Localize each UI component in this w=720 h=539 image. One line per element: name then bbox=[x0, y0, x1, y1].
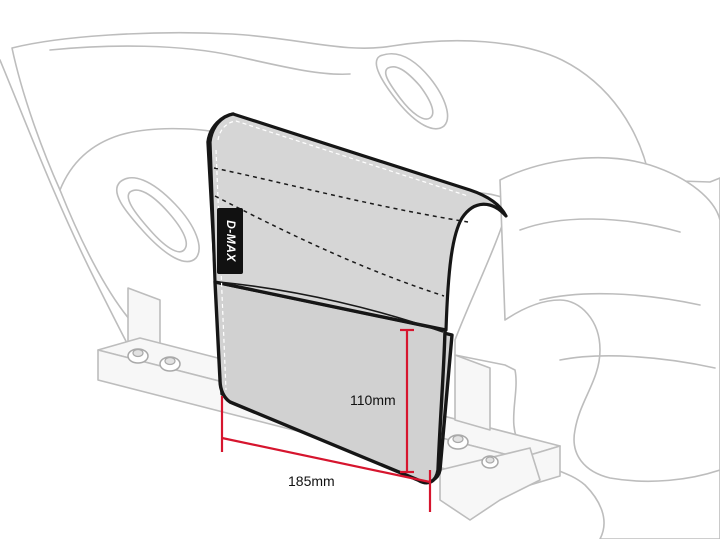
seat-inner-contour bbox=[49, 45, 351, 321]
pouch-pocket-seam bbox=[218, 281, 444, 333]
bolt-left-1 bbox=[127, 348, 149, 364]
seat-side-contour bbox=[0, 59, 129, 346]
seat-cushion-seam bbox=[519, 218, 716, 369]
pouch-logo: D-MAX bbox=[224, 220, 238, 262]
rail-slider bbox=[439, 447, 541, 521]
pouch-stitch-lower bbox=[214, 195, 445, 297]
pouch-flap bbox=[208, 112, 508, 332]
height-label: 110mm bbox=[350, 392, 396, 408]
belt-slot-lower bbox=[115, 177, 200, 263]
bolt-right-2 bbox=[481, 455, 499, 469]
width-dimension-line bbox=[221, 436, 431, 484]
belt-slot-upper bbox=[375, 53, 449, 130]
bolt-left-2 bbox=[159, 356, 181, 372]
pouch-front-panel bbox=[213, 280, 447, 485]
height-dimension: 110mm bbox=[350, 328, 414, 474]
width-dimension: 185mm bbox=[220, 396, 432, 512]
seat-cushion bbox=[499, 157, 720, 483]
pouch-stitch-upper bbox=[213, 167, 469, 223]
bolt-right-1 bbox=[447, 434, 469, 450]
width-label: 185mm bbox=[288, 473, 335, 489]
seat-outline bbox=[0, 31, 720, 539]
rail-bracket-right bbox=[454, 354, 491, 431]
pouch-logo-tag bbox=[217, 208, 243, 274]
pouch: D-MAX bbox=[206, 112, 508, 485]
